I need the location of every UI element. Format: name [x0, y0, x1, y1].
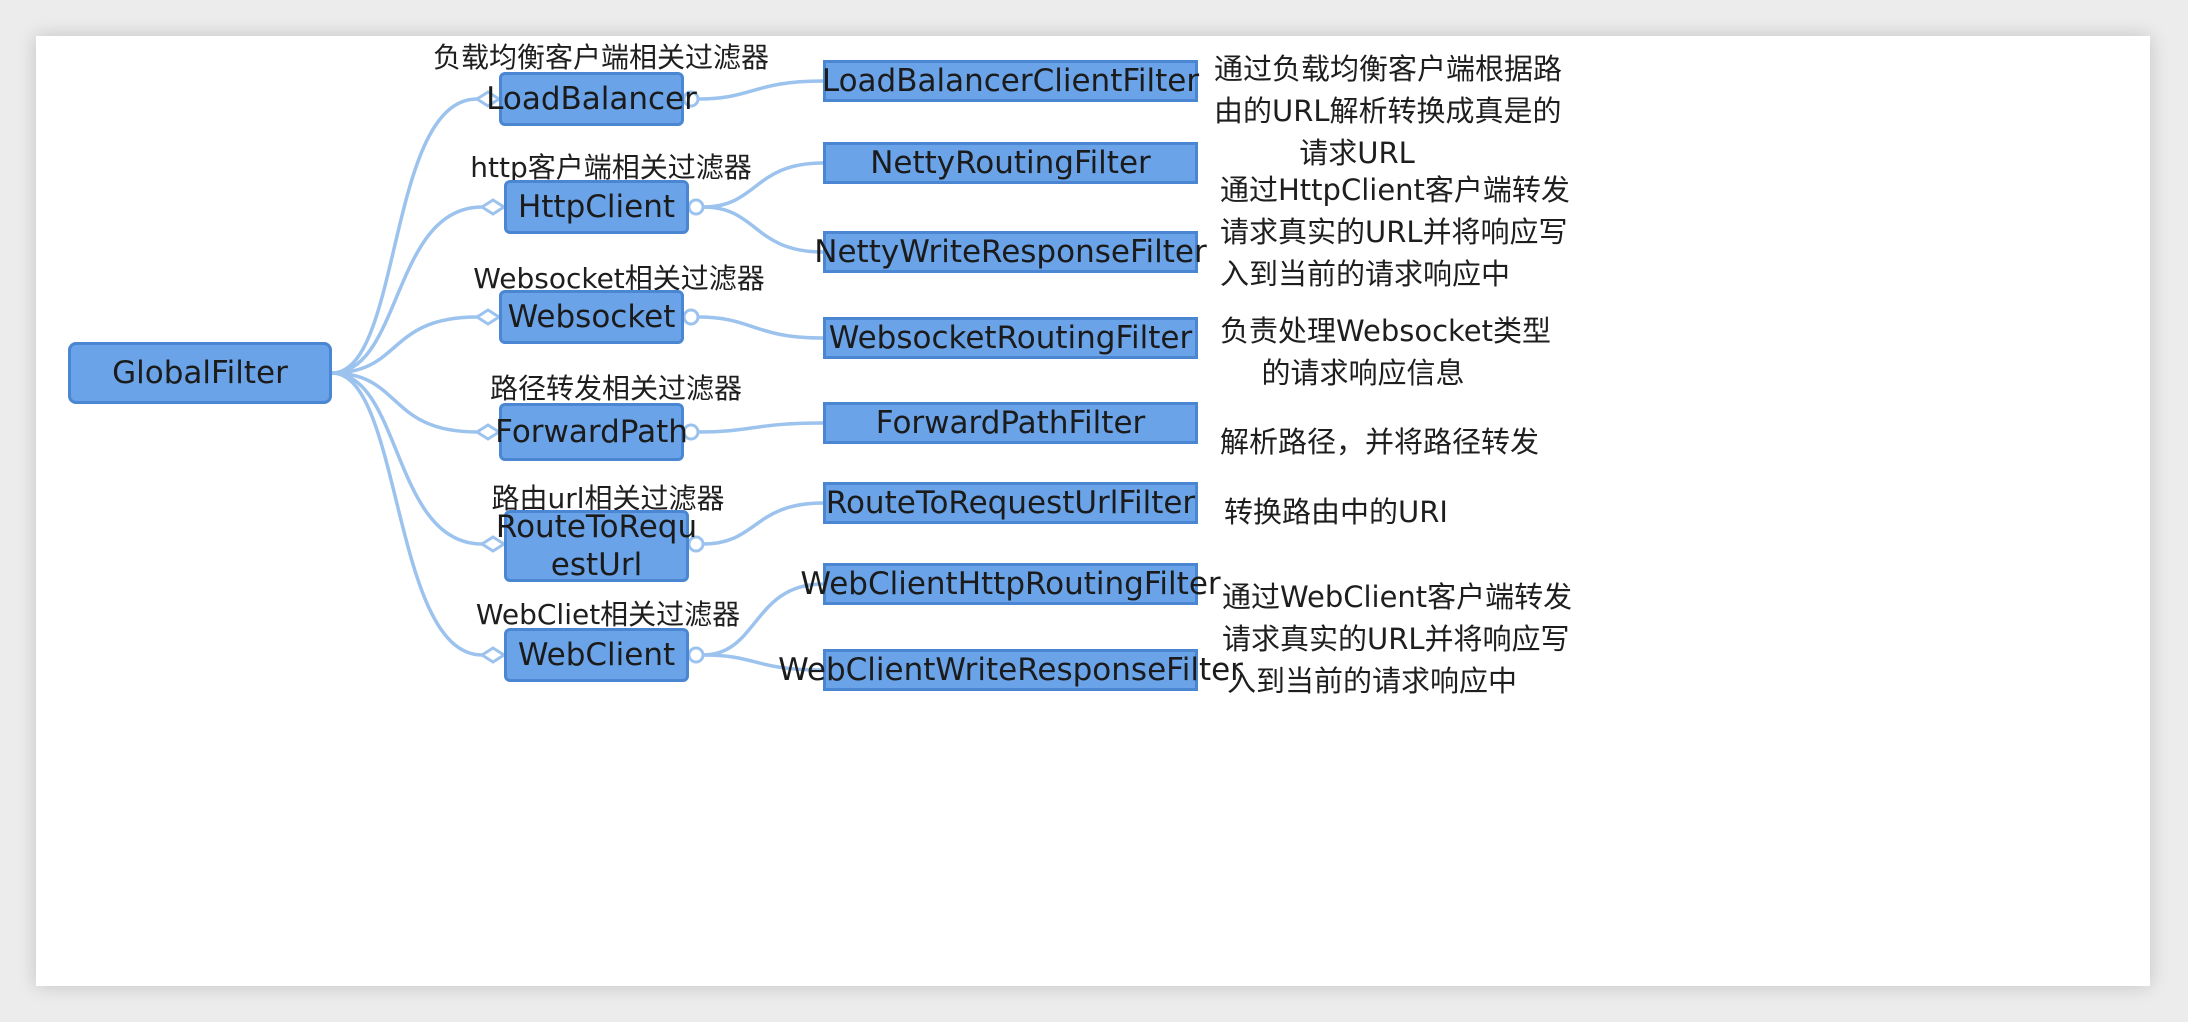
filter-routetorequesturlfilter: RouteToRequestUrlFilter: [823, 482, 1198, 524]
connector-root-to-mid-1: [331, 205, 483, 375]
root-node-globalfilter: GlobalFilter: [68, 342, 332, 404]
node-webclient: WebClient: [504, 628, 689, 682]
group-label-routetorequesturl: 路由url相关过滤器: [491, 482, 725, 515]
connector-root-to-mid-5: [331, 371, 483, 657]
desc-httpclient: 通过HttpClient客户端转发 请求真实的URL并将响应写 入到当前的请求响…: [1220, 169, 1570, 295]
desc-webclient-line1: 通过WebClient客户端转发: [1222, 580, 1573, 614]
filter-forwardpathfilter: ForwardPathFilter: [823, 402, 1198, 444]
connector-mid-to-leaf-0-0: [697, 79, 824, 101]
connector-mid-to-leaf-5-1: [702, 653, 824, 672]
connector-mid-to-leaf-3-0: [697, 421, 824, 434]
circle-marker-1: [687, 198, 705, 216]
filter-webclienthttproutingfilter: WebClientHttpRoutingFilter: [800, 563, 1221, 605]
desc-websocket: 负责处理Websocket类型 的请求响应信息: [1220, 310, 1551, 394]
desc-loadbalancer-line3: 请求URL: [1299, 136, 1415, 170]
node-routetorequesturl-line2: estUrl: [550, 547, 643, 583]
circle-marker-2: [682, 308, 700, 326]
node-websocket: Websocket: [499, 290, 684, 344]
node-httpclient: HttpClient: [504, 180, 689, 234]
circle-marker-5: [687, 646, 705, 664]
connector-root-to-mid-0: [331, 97, 478, 375]
desc-httpclient-line2: 请求真实的URL并将响应写: [1220, 215, 1568, 249]
desc-forwardpath-line1: 解析路径，并将路径转发: [1220, 425, 1540, 459]
group-label-webclient: WebCliet相关过滤器: [475, 598, 741, 631]
connector-mid-to-leaf-1-0: [702, 161, 824, 209]
diamond-marker-5: [479, 646, 507, 664]
filter-nettyroutingfilter: NettyRoutingFilter: [823, 142, 1198, 184]
desc-forwardpath: 解析路径，并将路径转发: [1220, 421, 1540, 463]
desc-loadbalancer: 通过负载均衡客户端根据路 由的URL解析转换成真是的 请求URL: [1214, 48, 1563, 174]
diagram-canvas: GlobalFilter 负载均衡客户端相关过滤器 http客户端相关过滤器 W…: [36, 36, 2150, 986]
desc-websocket-line1: 负责处理Websocket类型: [1220, 314, 1551, 348]
connector-mid-to-leaf-5-0: [702, 582, 824, 657]
filter-websocketroutingfilter: WebsocketRoutingFilter: [823, 317, 1198, 359]
connector-mid-to-leaf-4-0: [702, 501, 824, 546]
node-routetorequesturl-line1: RouteToRequ: [495, 509, 698, 545]
filter-loadbalancerclientfilter: LoadBalancerClientFilter: [822, 60, 1199, 102]
connector-mid-to-leaf-2-0: [697, 315, 824, 340]
diamond-marker-2: [474, 308, 502, 326]
node-routetorequesturl: RouteToRequ estUrl: [496, 509, 697, 583]
connector-root-to-mid-4: [331, 371, 483, 546]
connector-mid-to-leaf-1-1: [702, 205, 824, 254]
desc-websocket-line2: 的请求响应信息: [1261, 356, 1465, 390]
group-label-httpclient: http客户端相关过滤器: [470, 151, 752, 184]
desc-loadbalancer-line2: 由的URL解析转换成真是的: [1214, 94, 1562, 128]
desc-routetorequesturl: 转换路由中的URI: [1224, 491, 1448, 533]
group-label-forwardpath: 路径转发相关过滤器: [489, 372, 743, 405]
node-forwardpath: ForwardPath: [495, 403, 688, 461]
desc-loadbalancer-line1: 通过负载均衡客户端根据路: [1214, 52, 1563, 86]
connector-layer: [331, 79, 824, 672]
desc-webclient-line2: 请求真实的URL并将响应写: [1222, 622, 1570, 656]
group-label-loadbalancer: 负载均衡客户端相关过滤器: [432, 41, 770, 74]
desc-httpclient-line1: 通过HttpClient客户端转发: [1220, 173, 1570, 207]
connector-root-to-mid-2: [331, 315, 478, 375]
desc-webclient: 通过WebClient客户端转发 请求真实的URL并将响应写 入到当前的请求响应…: [1222, 576, 1573, 702]
group-label-websocket: Websocket相关过滤器: [473, 262, 765, 295]
filter-nettywriteresponsefilter: NettyWriteResponseFilter: [814, 231, 1207, 273]
desc-webclient-line3: 入到当前的请求响应中: [1226, 664, 1517, 698]
connector-root-to-mid-3: [331, 371, 478, 434]
node-loadbalancer: LoadBalancer: [486, 72, 697, 126]
desc-httpclient-line3: 入到当前的请求响应中: [1220, 257, 1511, 291]
diamond-marker-1: [479, 198, 507, 216]
desc-routetorequesturl-line1: 转换路由中的URI: [1224, 495, 1448, 529]
filter-webclientwriteresponsefilter: WebClientWriteResponseFilter: [778, 649, 1243, 691]
